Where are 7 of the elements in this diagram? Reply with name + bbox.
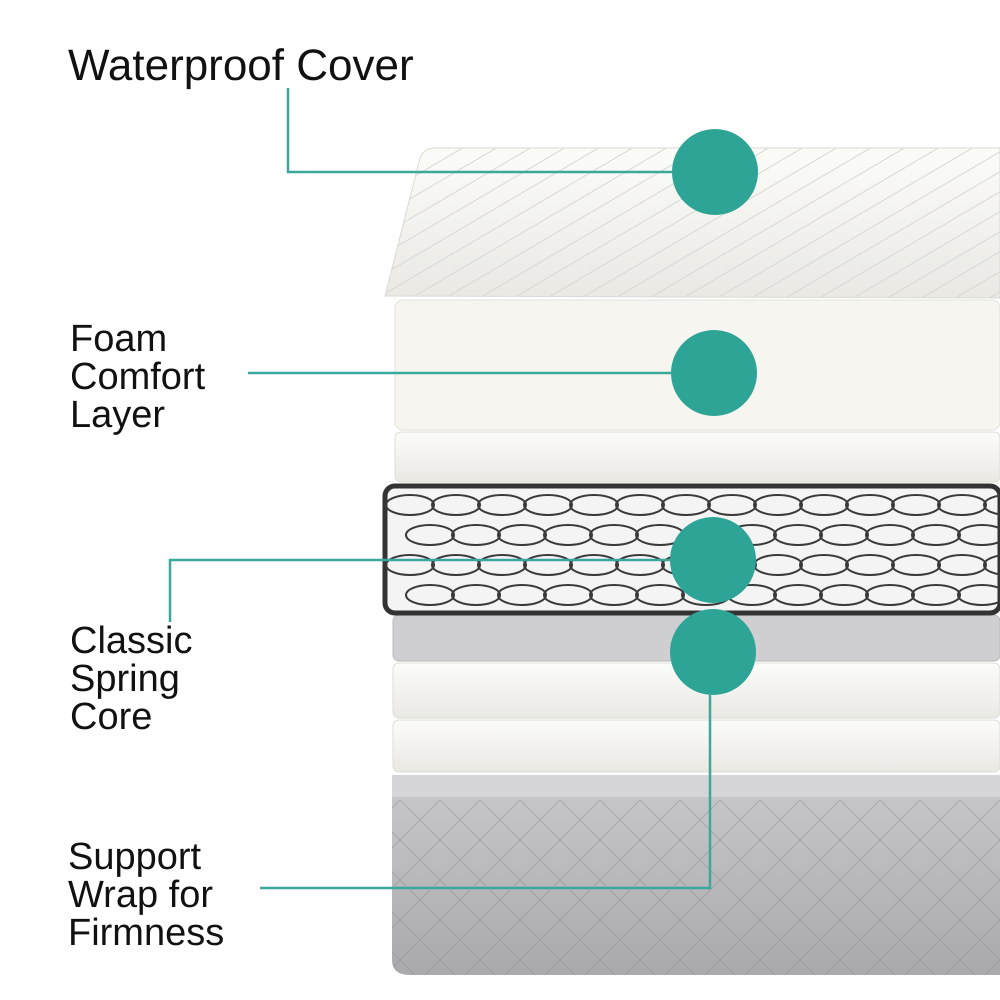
callout-label: Waterproof Cover (68, 44, 488, 88)
leader-line (286, 88, 672, 174)
leader-line (248, 372, 671, 374)
leader-line (260, 695, 712, 890)
callout-label: Support Wrap for Firmness (68, 838, 260, 952)
callout-label: Foam Comfort Layer (70, 320, 248, 434)
callout-label: Classic Spring Core (70, 622, 220, 736)
